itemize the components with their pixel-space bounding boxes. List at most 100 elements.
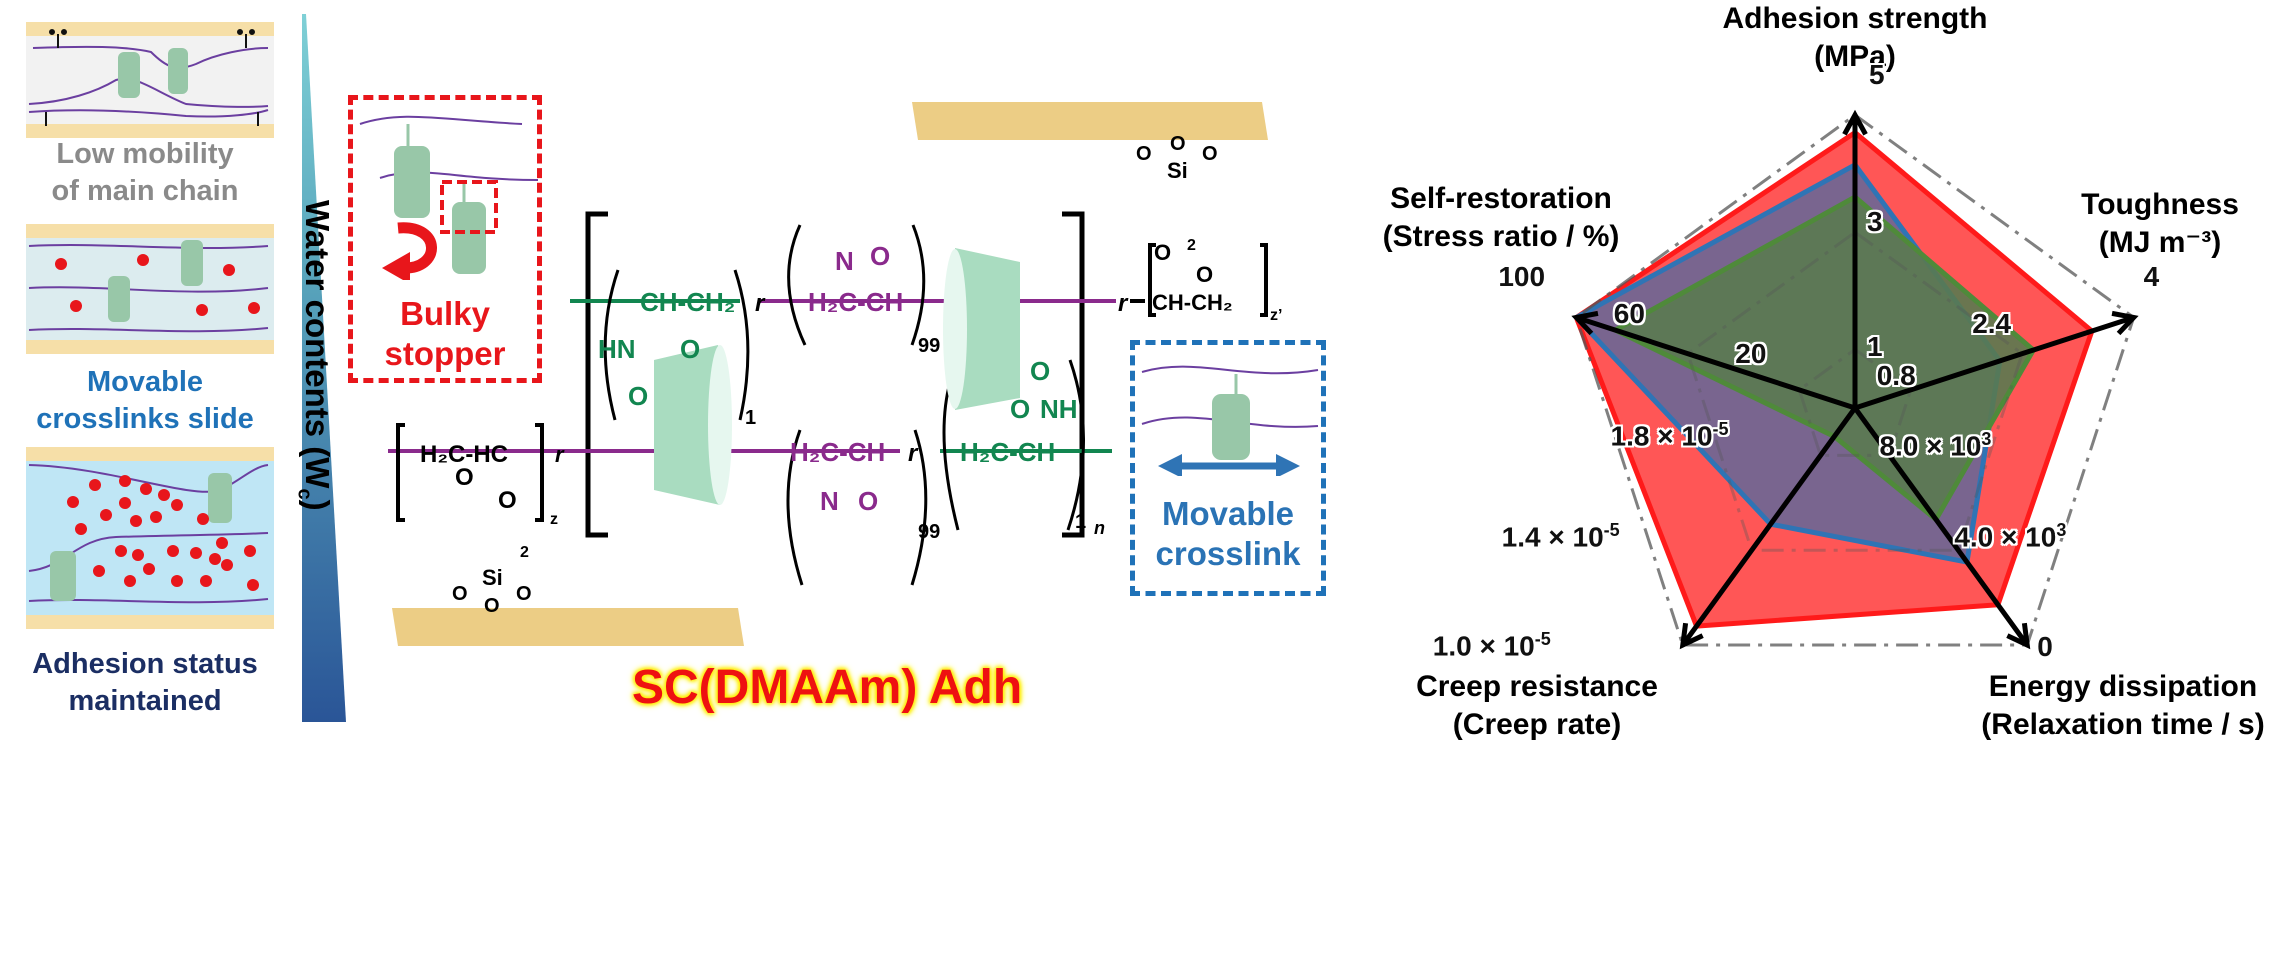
tick-label: 0.8 bbox=[1876, 359, 1916, 391]
dmaam-unit: H₂C-CH bbox=[790, 437, 885, 467]
tick-label: 20 bbox=[1735, 337, 1767, 369]
movable-crosslink-line: crosslink bbox=[1155, 535, 1301, 572]
substrate-top bbox=[912, 102, 1268, 140]
double-arrow-icon bbox=[1158, 454, 1300, 476]
anchor-unit: H₂C-HC bbox=[420, 441, 508, 468]
axis-arrowhead-icon bbox=[1679, 622, 1704, 650]
siloxane-o: O bbox=[484, 595, 500, 617]
axis-label-energy: Energy dissipation (Relaxation time / s) bbox=[1950, 668, 2296, 744]
ether-o: O bbox=[1030, 356, 1050, 386]
random-copolymer-mark: r bbox=[1118, 290, 1129, 317]
unit-subscript: 1 bbox=[745, 407, 756, 429]
tick-label: 8.0 × 103 bbox=[1879, 429, 1992, 462]
axis-unit: (MJ m⁻³) bbox=[2098, 226, 2222, 259]
anchor-carbonyl-o: O bbox=[1196, 262, 1213, 287]
acrylamide-unit: H₂C-CH bbox=[960, 437, 1055, 467]
axis-line bbox=[1680, 406, 1858, 647]
axis-name: Creep resistance bbox=[1416, 670, 1658, 703]
caption-crosslinks-slide: Movable crosslinks slide bbox=[10, 364, 280, 438]
cyclodextrin-ring bbox=[943, 248, 1020, 410]
silicon-atom: Si bbox=[1167, 158, 1188, 183]
amide-o: O bbox=[680, 334, 700, 364]
unit-subscript: 1 bbox=[1075, 511, 1086, 533]
caption-line: maintained bbox=[68, 685, 222, 717]
axis-label-self-restoration: Self-restoration (Stress ratio / %) bbox=[1356, 180, 1646, 256]
amide-nh: NH bbox=[1040, 394, 1078, 424]
caption-line: of main chain bbox=[51, 175, 239, 207]
caption-line: Movable bbox=[86, 366, 204, 398]
axis-label-creep: Creep resistance (Creep rate) bbox=[1382, 668, 1692, 744]
axis-label-toughness: Toughness (MJ m⁻³) bbox=[2060, 186, 2260, 262]
series-polygon-green bbox=[1609, 194, 2037, 524]
siloxane-o: O bbox=[1170, 133, 1186, 155]
water-content-gradient-bar bbox=[302, 14, 346, 722]
caption-adhesion-maintained: Adhesion status maintained bbox=[10, 646, 280, 720]
bulky-stopper-line: Bulky bbox=[400, 295, 490, 332]
movable-crosslink-illustration bbox=[1141, 365, 1319, 476]
dmaam-unit: H₂C-CH bbox=[808, 287, 903, 317]
u-turn-arrow-icon bbox=[382, 222, 437, 280]
anchor-unit: CH-CH₂ bbox=[1152, 290, 1233, 315]
anchor-subscript: z bbox=[550, 511, 558, 528]
axis-unit: (Stress ratio / %) bbox=[1382, 220, 1620, 253]
silicon-atom: Si bbox=[482, 565, 503, 590]
bulky-stopper-illustration bbox=[359, 115, 538, 280]
axis-label-adhesion: Adhesion strength (MPa) bbox=[1700, 0, 2010, 76]
axis-arrowhead-icon bbox=[1571, 310, 1599, 336]
panel-crosslinks-slide bbox=[26, 224, 274, 354]
tick-label: 1.0 × 10-5 bbox=[1432, 629, 1551, 662]
siloxane-o: O bbox=[1202, 143, 1218, 165]
axis-name: Adhesion strength bbox=[1722, 2, 1988, 35]
anchor-subscript: z’ bbox=[1270, 307, 1282, 324]
movable-crosslink-box bbox=[1130, 340, 1326, 596]
axis-unit: (Relaxation time / s) bbox=[1981, 708, 2265, 741]
cyclodextrin-ring bbox=[654, 345, 732, 505]
siloxane-o: O bbox=[1136, 143, 1152, 165]
tick-label: 5 bbox=[1869, 59, 1885, 90]
random-copolymer-mark: r bbox=[908, 440, 919, 467]
anchor-ester-o: O bbox=[1154, 240, 1171, 265]
tick-label: 60 bbox=[1613, 297, 1645, 329]
axis-arrowhead-icon bbox=[1842, 109, 1868, 136]
tick-label: 1 bbox=[1867, 331, 1883, 363]
axis-arrowhead-icon bbox=[2006, 622, 2031, 650]
dmaam-o: O bbox=[858, 486, 878, 516]
axis-name: Self-restoration bbox=[1390, 182, 1612, 215]
tick-label: 1.8 × 10-5 bbox=[1610, 419, 1729, 452]
caption-line: Low mobility bbox=[56, 138, 234, 170]
axis-unit: (Creep rate) bbox=[1452, 708, 1622, 741]
caption-line: crosslinks slide bbox=[36, 403, 254, 435]
caption-line: Adhesion status bbox=[32, 648, 258, 680]
tick-label: 4.0 × 103 bbox=[1954, 520, 2067, 553]
axis-line bbox=[1852, 406, 2030, 647]
gridline-ring bbox=[1686, 230, 2024, 552]
panel-low-mobility bbox=[26, 22, 274, 138]
tick-label: 4 bbox=[2143, 261, 2160, 293]
ether-o: O bbox=[628, 381, 648, 411]
axis-name: Energy dissipation bbox=[1988, 670, 2258, 703]
tick-label: 0 bbox=[2037, 631, 2053, 663]
gridline-ring bbox=[1574, 113, 2136, 647]
anchor-ester-o: O bbox=[498, 487, 517, 514]
substrate-bottom bbox=[392, 608, 744, 646]
panel-adhesion-maintained bbox=[26, 447, 274, 629]
movable-crosslink-label: Movable crosslink bbox=[1130, 494, 1326, 574]
bulky-stopper-line: stopper bbox=[384, 335, 506, 372]
random-copolymer-mark: r bbox=[755, 290, 766, 317]
unit-subscript: 99 bbox=[918, 335, 940, 357]
amide-o: O bbox=[1010, 394, 1030, 424]
axis-line bbox=[1575, 315, 1856, 411]
acrylamide-unit: CH-CH₂ bbox=[640, 287, 735, 317]
siloxane-o: O bbox=[516, 583, 532, 605]
bulky-stopper-label: Bulky stopper bbox=[348, 294, 542, 374]
dmaam-o: O bbox=[870, 241, 890, 271]
random-copolymer-mark: r bbox=[555, 442, 565, 467]
unit-subscript: 99 bbox=[918, 521, 940, 543]
caption-low-mobility: Low mobility of main chain bbox=[10, 136, 280, 210]
axis-name: Toughness bbox=[2081, 188, 2239, 221]
spacer-subscript: 2 bbox=[1187, 237, 1196, 254]
tick-label: 2.4 bbox=[1972, 307, 2012, 339]
movable-crosslink-line: Movable bbox=[1161, 495, 1295, 532]
